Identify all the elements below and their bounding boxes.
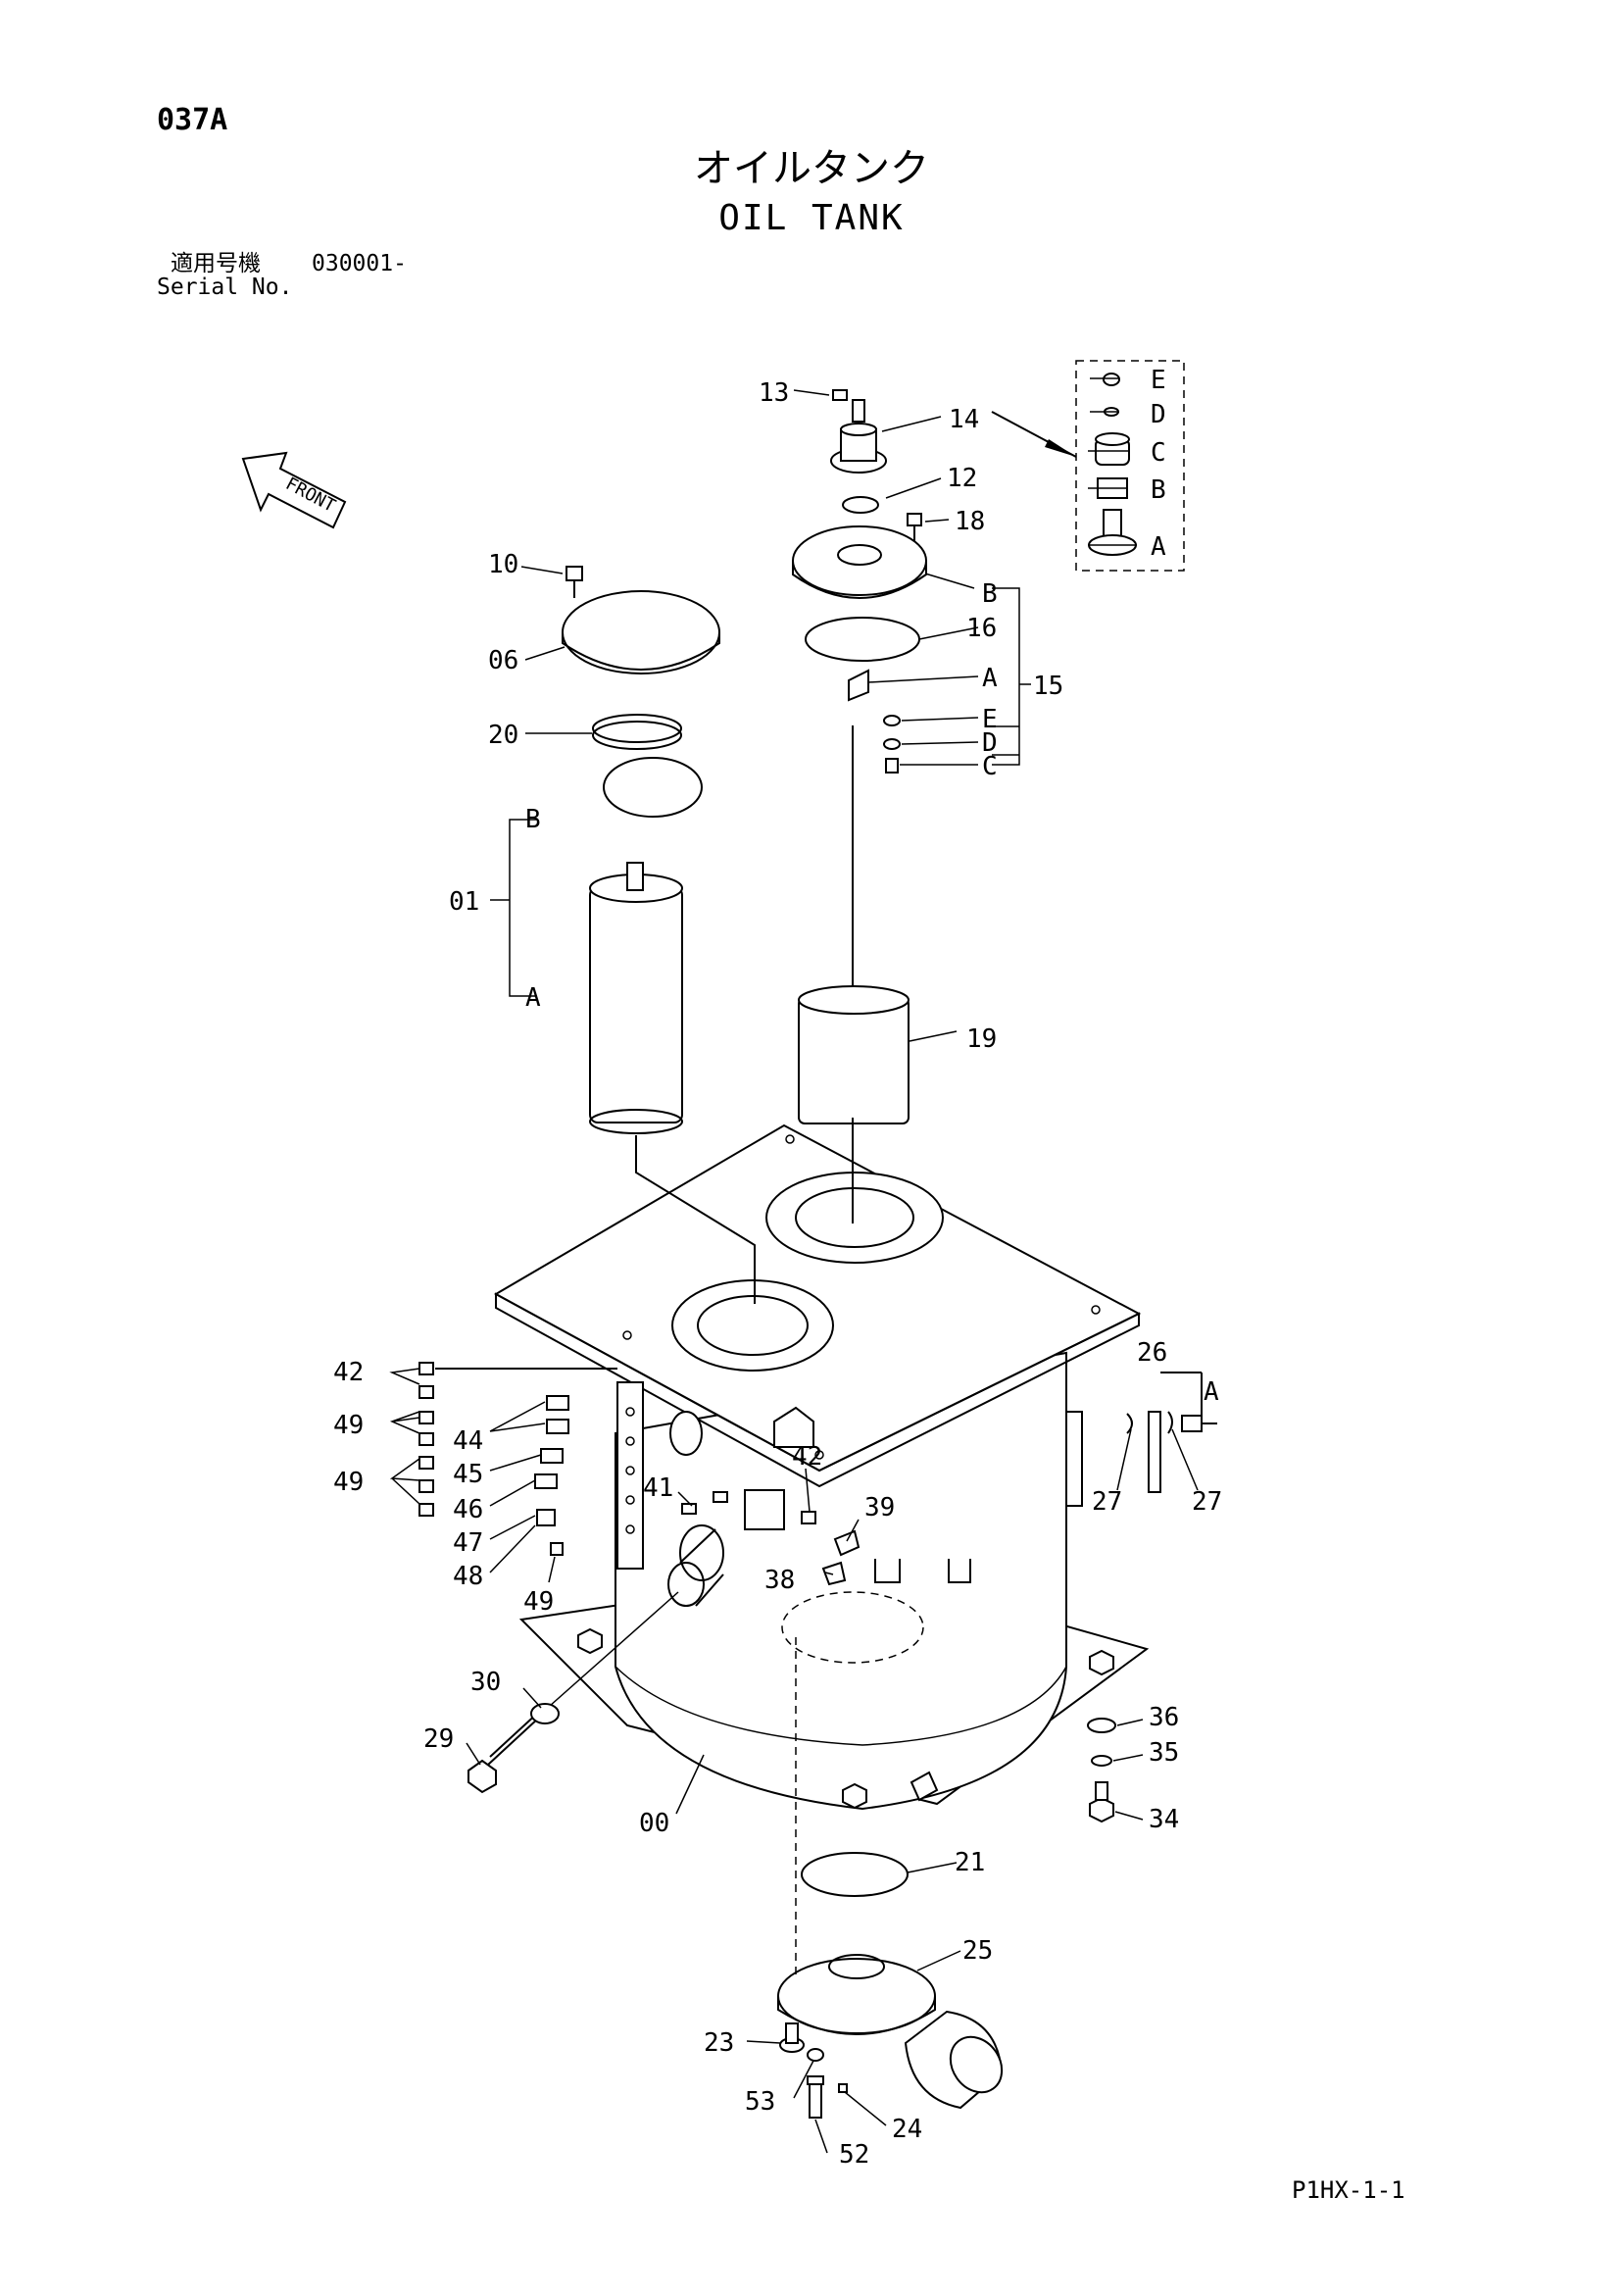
bolt-52	[807, 2075, 824, 2119]
callout-27-left: 27	[1092, 1487, 1122, 1517]
callout-labels: 13 14 12 18 16 15 19 10 06 20 01 21 25 2…	[333, 366, 1222, 2170]
sub-label-01-a: A	[525, 983, 541, 1013]
callout-13: 13	[759, 378, 789, 408]
callout-42-left: 42	[333, 1358, 364, 1387]
callout-44: 44	[453, 1426, 483, 1456]
callout-25: 25	[962, 1936, 993, 1966]
callout-36: 36	[1149, 1703, 1179, 1732]
callout-30: 30	[470, 1668, 501, 1697]
drain-plug-29	[467, 1591, 679, 1794]
callout-49-upper: 49	[333, 1411, 364, 1440]
page-code: 037A	[157, 103, 228, 137]
callout-27-right: 27	[1192, 1487, 1222, 1517]
callout-52: 52	[839, 2140, 869, 2170]
callout-47: 47	[453, 1528, 483, 1558]
title-japanese: オイルタンク	[694, 146, 929, 191]
callout-24: 24	[892, 2115, 922, 2144]
float-switch	[798, 669, 910, 1223]
bolt-13	[832, 389, 848, 401]
seal-12	[842, 496, 879, 514]
front-arrow-icon: FRONT	[241, 451, 347, 529]
serial-label-japanese: 適用号機	[171, 251, 261, 276]
plug-24	[838, 2083, 848, 2093]
serial-label-english: Serial No.	[157, 275, 293, 300]
mounting-bracket	[616, 1381, 644, 1570]
block-41	[681, 1489, 861, 1586]
parts-27-26	[1126, 1372, 1217, 1493]
gasket-16	[805, 617, 920, 662]
callout-18: 18	[955, 507, 985, 536]
leader-lines	[389, 377, 1199, 2154]
sub-label-15-c: C	[982, 752, 998, 781]
sheet-code: P1HX-1-1	[1292, 2176, 1405, 2204]
fittings-column	[418, 1362, 617, 1556]
callout-49-bottom: 49	[523, 1587, 554, 1617]
filter-element	[589, 757, 756, 1304]
suction-flange-25	[777, 1954, 1004, 2110]
sub-label-14-c: C	[1151, 438, 1166, 468]
small-parts-15	[883, 715, 901, 774]
sub-label-14-a: A	[1151, 532, 1166, 562]
callout-20: 20	[488, 721, 518, 750]
serial-number-value: 030001-	[312, 251, 407, 276]
sub-label-15-e: E	[982, 705, 998, 734]
sub-label-14-d: D	[1151, 400, 1166, 429]
callout-39: 39	[864, 1493, 895, 1522]
callout-16: 16	[966, 614, 997, 643]
flange-15	[792, 525, 927, 599]
callout-41: 41	[643, 1473, 673, 1503]
sub-label-01-b: B	[525, 805, 541, 834]
snap-ring-20	[592, 714, 682, 743]
callout-49-lower: 49	[333, 1468, 364, 1497]
callout-34: 34	[1149, 1805, 1179, 1834]
title-english: OIL TANK	[718, 198, 905, 238]
callout-00: 00	[639, 1809, 669, 1838]
sub-label-15-d: D	[982, 728, 998, 758]
breather-14	[830, 399, 887, 474]
filter-cover-06	[562, 590, 720, 674]
sub-label-14-e: E	[1151, 366, 1166, 395]
callout-42-center: 42	[792, 1442, 822, 1472]
callout-46: 46	[453, 1495, 483, 1524]
sub-label-26-a: A	[1204, 1377, 1219, 1407]
bolt-18	[907, 513, 922, 541]
callout-19: 19	[966, 1024, 997, 1054]
callout-23: 23	[704, 2028, 734, 2058]
bolt-10	[566, 566, 583, 598]
washers-34-36	[1087, 1718, 1116, 1823]
callout-45: 45	[453, 1460, 483, 1489]
sub-label-15-a: A	[982, 664, 998, 693]
callout-48: 48	[453, 1562, 483, 1591]
sub-label-15-b: B	[982, 579, 998, 609]
callout-26: 26	[1137, 1338, 1167, 1368]
callout-38: 38	[764, 1566, 795, 1595]
callout-06: 06	[488, 646, 518, 675]
callout-12: 12	[947, 464, 977, 493]
callout-15: 15	[1033, 672, 1063, 701]
callout-35: 35	[1149, 1738, 1179, 1768]
gasket-21	[801, 1852, 909, 1897]
sub-label-14-b: B	[1151, 475, 1166, 505]
callout-21: 21	[955, 1848, 985, 1877]
bolt-23	[779, 2022, 805, 2053]
callout-53: 53	[745, 2087, 775, 2117]
callout-10: 10	[488, 550, 518, 579]
callout-29: 29	[423, 1724, 454, 1754]
callout-01: 01	[449, 887, 479, 917]
washer-53	[807, 2048, 824, 2062]
callout-14: 14	[949, 405, 979, 434]
